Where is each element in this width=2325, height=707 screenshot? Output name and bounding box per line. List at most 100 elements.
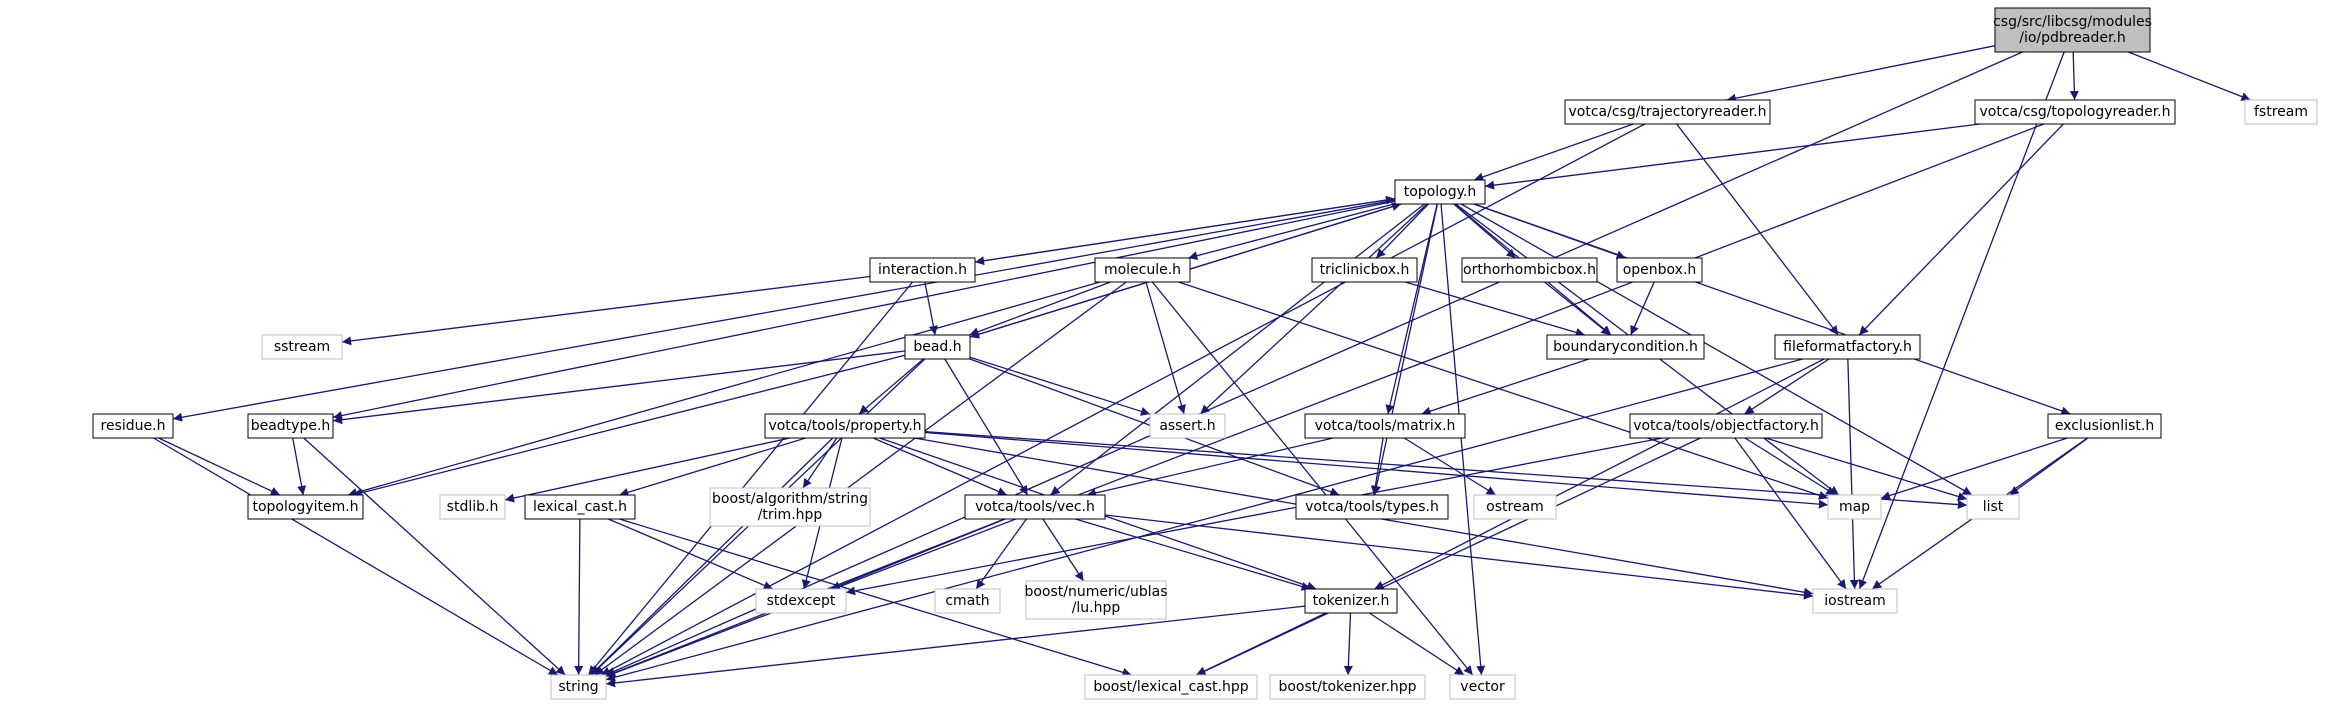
node-label-fstream: fstream (2254, 104, 2308, 120)
edge-tokenizer-to-lexical_cast_hpp (1195, 612, 1327, 676)
edge-matrix-to-ostream (1403, 437, 1497, 496)
node-interaction[interactable]: interaction.h (869, 257, 976, 283)
node-vector: vector (1449, 674, 1516, 700)
node-label-vector: vector (1460, 679, 1505, 695)
node-orthorhombicbox[interactable]: orthorhombicbox.h (1461, 257, 1598, 283)
node-property[interactable]: votca/tools/property.h (764, 413, 926, 439)
node-box-stdlib (439, 494, 506, 520)
node-label-topology: topology.h (1404, 184, 1476, 200)
node-box-sstream (261, 334, 343, 360)
node-openbox[interactable]: openbox.h (1616, 257, 1703, 283)
node-label-residue: residue.h (101, 418, 166, 434)
node-matrix[interactable]: votca/tools/matrix.h (1304, 413, 1466, 439)
node-label-map: map (1839, 499, 1870, 515)
edge-interaction-to-bead (924, 281, 938, 336)
node-label-triclinicbox: triclinicbox.h (1320, 262, 1410, 278)
edge-property-to-map (924, 431, 1829, 509)
edge-property-to-lexical_cast (619, 437, 806, 497)
edge-bead-to-property (858, 358, 924, 415)
edge-topology-to-list (1460, 203, 1973, 496)
node-box-topologyitem (247, 494, 364, 520)
node-box-fileformatfactory (1774, 334, 1921, 360)
edge-topology-to-exclusionlist (1473, 203, 2071, 416)
node-label-sstream: sstream (274, 339, 330, 355)
node-boundarycondition[interactable]: boundarycondition.h (1546, 334, 1705, 360)
edge-topology-to-vector (1440, 203, 1486, 676)
edge-lexical_cast-to-lexical_cast_hpp (619, 518, 1132, 677)
node-bead[interactable]: bead.h (904, 334, 971, 360)
node-types[interactable]: votca/tools/types.h (1295, 494, 1449, 520)
edge-objectfactory-to-lexical_cast_hpp (1196, 437, 1701, 676)
edge-property-to-string (590, 437, 834, 676)
node-topologyitem[interactable]: topologyitem.h (247, 494, 364, 520)
node-box-property (764, 413, 926, 439)
edge-topology-to-residue (172, 199, 1396, 422)
node-box-assert (1149, 413, 1226, 439)
node-box-types (1295, 494, 1449, 520)
node-map: map (1827, 494, 1882, 520)
edge-topology-to-beadtype (332, 200, 1396, 420)
edge-topology-to-vec (1050, 203, 1425, 496)
node-label-fileformatfactory: fileformatfactory.h (1783, 339, 1912, 355)
node-box-residue (92, 413, 174, 439)
node-trim: boost/algorithm/string/trim.hpp (709, 487, 871, 527)
node-box-lexical_cast_hpp (1084, 674, 1258, 700)
edge-pdbreader-to-iostream (1858, 51, 2065, 590)
edge-molecule-to-assert (1145, 281, 1186, 415)
node-box-molecule (1094, 257, 1191, 283)
edge-tokenizer-to-vector (1368, 612, 1465, 676)
edge-bead-to-topologyitem (352, 354, 906, 498)
node-box-trajectoryreader (1564, 99, 1771, 125)
node-topology[interactable]: topology.h (1394, 179, 1486, 205)
node-box-string (550, 674, 607, 700)
node-tokenizer[interactable]: tokenizer.h (1304, 588, 1398, 614)
node-label-lexical_cast: lexical_cast.h (533, 499, 627, 515)
node-molecule[interactable]: molecule.h (1094, 257, 1191, 283)
edge-property-to-list (924, 430, 1968, 510)
node-trajectoryreader[interactable]: votca/csg/trajectoryreader.h (1564, 99, 1771, 125)
edge-pdbreader-to-string (605, 51, 2023, 676)
node-label-topologyreader: votca/csg/topologyreader.h (1980, 104, 2171, 120)
node-exclusionlist[interactable]: exclusionlist.h (2047, 413, 2162, 439)
node-iostream: iostream (1812, 588, 1898, 614)
node-vec[interactable]: votca/tools/vec.h (964, 494, 1106, 520)
node-triclinicbox[interactable]: triclinicbox.h (1311, 257, 1418, 283)
node-topologyreader[interactable]: votca/csg/topologyreader.h (1974, 99, 2176, 125)
node-label-orthorhombicbox: orthorhombicbox.h (1463, 262, 1596, 278)
node-label-ostream: ostream (1486, 499, 1544, 515)
node-box-vector (1449, 674, 1516, 700)
node-box-ostream (1473, 494, 1557, 520)
node-box-topology (1394, 179, 1486, 205)
node-pdbreader[interactable]: csg/src/libcsg/modules/io/pdbreader.h (1993, 7, 2152, 53)
node-stdexcept: stdexcept (755, 588, 847, 614)
node-label-tokenizer: tokenizer.h (1313, 593, 1390, 609)
node-beadtype[interactable]: beadtype.h (247, 413, 334, 439)
edge-molecule-to-bead (969, 281, 1111, 337)
node-box-map (1827, 494, 1882, 520)
edge-vec-to-tokenizer (1075, 518, 1311, 591)
node-box-pdbreader (1994, 7, 2151, 53)
node-label-trajectoryreader: votca/csg/trajectoryreader.h (1569, 104, 1767, 120)
node-box-cmath (934, 588, 1001, 614)
edge-tokenizer-to-string (605, 605, 1306, 688)
edge-topology-to-assert (1200, 203, 1428, 415)
node-lexical_cast[interactable]: lexical_cast.h (524, 494, 636, 520)
node-box-triclinicbox (1311, 257, 1418, 283)
node-fileformatfactory[interactable]: fileformatfactory.h (1774, 334, 1921, 360)
edge-fileformatfactory-to-objectfactory (1744, 358, 1830, 415)
edge-vec-to-cmath (975, 518, 1027, 590)
node-objectfactory[interactable]: votca/tools/objectfactory.h (1629, 413, 1823, 439)
edge-molecule-to-vector (1151, 281, 1474, 676)
node-label-vec: votca/tools/vec.h (975, 499, 1095, 515)
edge-openbox-to-boundarycondition (1630, 281, 1655, 336)
node-residue[interactable]: residue.h (92, 413, 174, 439)
node-label-list: list (1983, 499, 2004, 515)
node-label-bead: bead.h (913, 339, 961, 355)
node-label-boundarycondition: boundarycondition.h (1553, 339, 1698, 355)
node-label-trim: /trim.hpp (758, 507, 823, 523)
node-box-exclusionlist (2047, 413, 2162, 439)
edge-topology-to-matrix (1385, 203, 1438, 415)
node-label-matrix: votca/tools/matrix.h (1315, 418, 1456, 434)
node-label-objectfactory: votca/tools/objectfactory.h (1633, 418, 1819, 434)
